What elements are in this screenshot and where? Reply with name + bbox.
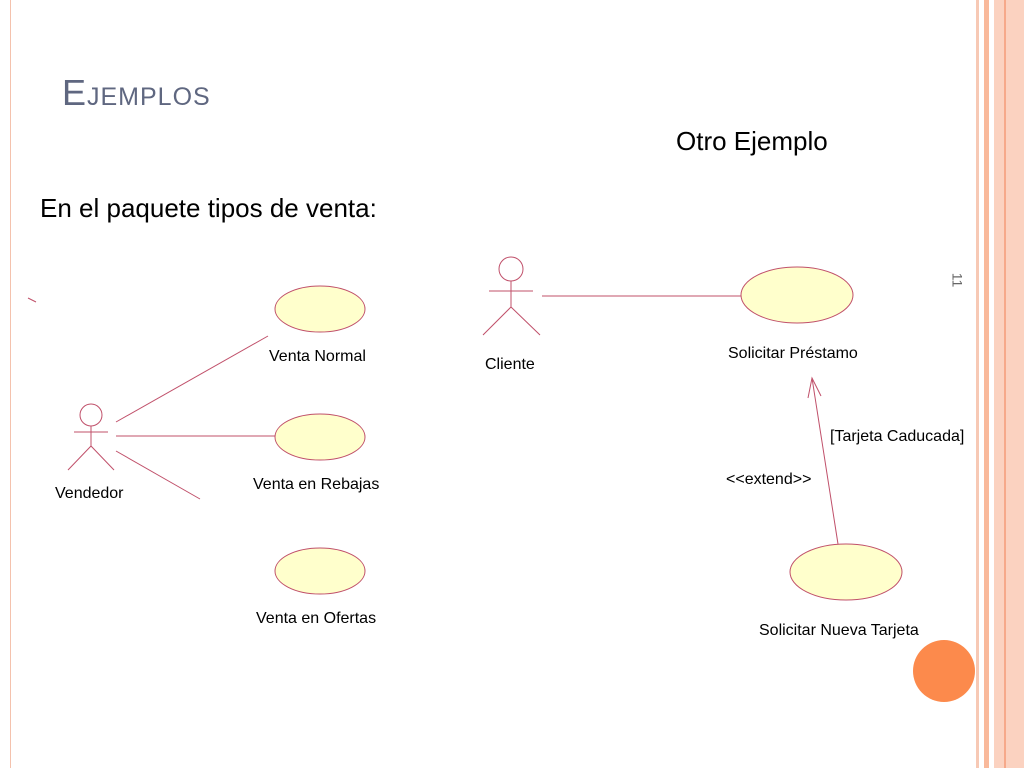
right-stripe — [984, 0, 989, 768]
usecase-venta-normal — [274, 285, 366, 333]
usecase-label-venta-ofertas: Venta en Ofertas — [256, 610, 377, 627]
association-venta-normal — [115, 335, 269, 423]
decorative-orange-circle — [913, 640, 975, 702]
left-border — [0, 0, 11, 768]
heading-paquete: En el paquete tipos de venta: — [40, 193, 377, 223]
right-stripe — [976, 0, 979, 768]
extend-stereotype-label: <<extend>> — [726, 471, 812, 488]
stray-mark — [27, 297, 37, 303]
actor-cliente-figure — [482, 256, 541, 336]
usecase-solicitar-nueva-tarjeta — [789, 543, 903, 601]
actor-vendedor-label: Vendedor — [55, 485, 124, 502]
slide-title: Ejemplos — [62, 72, 211, 113]
usecase-venta-rebajas — [274, 413, 366, 461]
extend-arrow-line — [811, 377, 839, 545]
heading-otro-ejemplo: Otro Ejemplo — [676, 126, 828, 156]
right-stripe — [994, 0, 1024, 768]
usecase-label-solicitar-nueva-tarjeta: Solicitar Nueva Tarjeta — [759, 622, 919, 639]
extend-arrow-head — [807, 376, 822, 399]
actor-vendedor-figure — [67, 403, 115, 471]
actor-cliente-label: Cliente — [485, 356, 535, 373]
usecase-label-solicitar-prestamo: Solicitar Préstamo — [728, 345, 858, 362]
association-venta-ofertas — [115, 450, 201, 500]
usecase-label-venta-rebajas: Venta en Rebajas — [253, 476, 380, 493]
usecase-venta-ofertas — [274, 547, 366, 595]
right-stripe — [1004, 0, 1006, 768]
usecase-solicitar-prestamo — [740, 266, 854, 324]
extend-condition-label: [Tarjeta Caducada] — [830, 428, 965, 445]
usecase-label-venta-normal: Venta Normal — [269, 348, 366, 365]
